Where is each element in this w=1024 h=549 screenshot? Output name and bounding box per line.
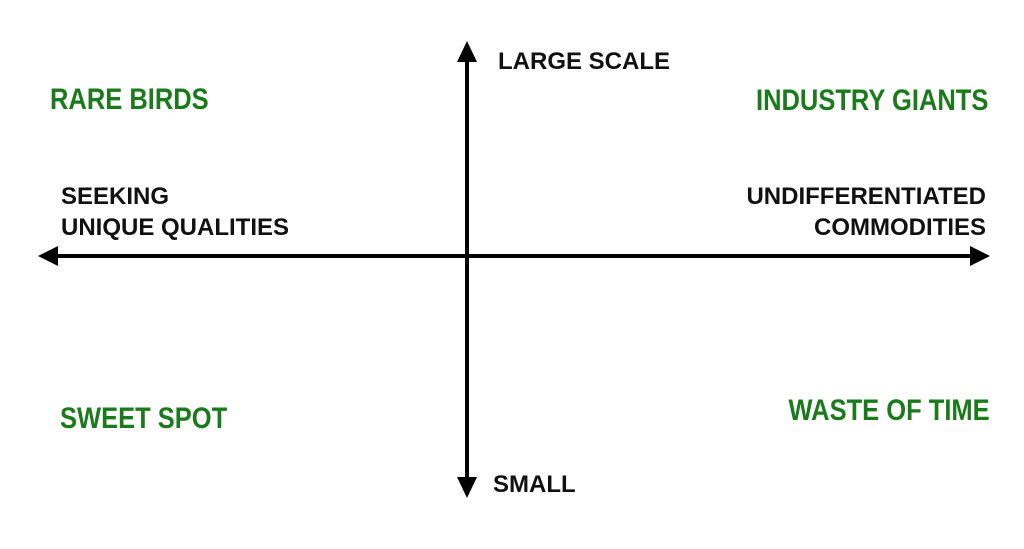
axis-label-line: COMMODITIES <box>814 214 986 241</box>
axis-label-large-scale: LARGE SCALE <box>498 48 671 75</box>
quadrant-industry-giants: INDUSTRY GIANTS <box>755 84 988 117</box>
quadrant-sweet-spot: SWEET SPOT <box>60 402 228 435</box>
axis-label-small: SMALL <box>493 471 576 498</box>
axis-label-line: UNIQUE QUALITIES <box>61 214 290 241</box>
quadrant-waste-of-time: WASTE OF TIME <box>788 394 990 427</box>
axis-label-line: SEEKING <box>61 183 170 210</box>
left-arrowhead <box>38 246 58 266</box>
right-arrowhead <box>970 246 990 266</box>
bottom-arrowhead <box>457 477 477 498</box>
axis-label-undifferentiated: UNDIFFERENTIATED COMMODITIES <box>746 181 986 243</box>
axis-label-line: UNDIFFERENTIATED <box>746 183 986 210</box>
quadrant-rare-birds: RARE BIRDS <box>50 83 209 116</box>
top-arrowhead <box>457 41 477 62</box>
axis-label-seeking-unique: SEEKING UNIQUE QUALITIES <box>61 181 289 243</box>
